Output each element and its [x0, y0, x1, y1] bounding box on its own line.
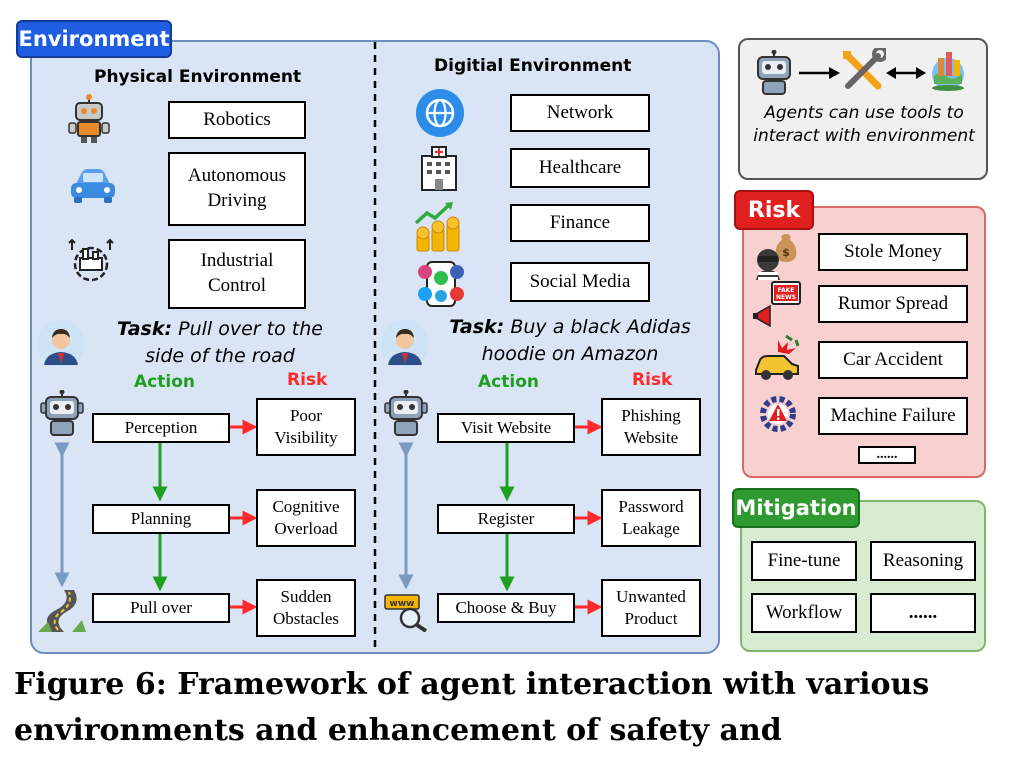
road-icon	[38, 590, 86, 632]
physical-task-prefix: Task:	[117, 318, 173, 340]
digital-item-network: Network	[510, 94, 650, 132]
physical-risk-poor-visibility: Poor Visibility	[256, 398, 356, 456]
hospital-icon	[421, 146, 457, 191]
digital-risk-unwanted-product: Unwanted Product	[601, 579, 701, 637]
tools-robot-icon	[757, 50, 791, 95]
www-search-icon: www	[384, 594, 428, 632]
svg-text:NEWS: NEWS	[776, 294, 796, 301]
risk-item-machine-failure: Machine Failure	[818, 397, 968, 435]
user-avatar-physical	[37, 320, 85, 368]
physical-task: Task: Pull over to the side of the road	[96, 316, 344, 370]
car-icon	[71, 169, 115, 203]
digital-task: Task: Buy a black Adidas hoodie on Amazo…	[436, 314, 704, 368]
factory-gear-icon	[68, 238, 114, 282]
svg-text:www: www	[390, 599, 415, 609]
environment-tag: Environment	[16, 20, 172, 58]
physical-env-title: Physical Environment	[94, 67, 302, 87]
machine-failure-icon	[760, 396, 796, 432]
svg-text:$: $	[782, 246, 790, 259]
money-thief-icon: $	[756, 234, 797, 280]
robot-icon-physical-flow	[40, 390, 84, 436]
digital-item-healthcare: Healthcare	[510, 148, 650, 188]
social-media-icon	[418, 261, 464, 307]
fake-news-icon: FAKE NEWS	[753, 281, 801, 328]
digital-action-label: Action	[478, 372, 539, 392]
digital-task-text: Buy a black Adidas hoodie on Amazon	[481, 316, 691, 365]
globe-icon	[416, 89, 464, 137]
car-accident-icon	[755, 334, 800, 380]
physical-risk-cognitive-overload: Cognitive Overload	[256, 489, 356, 547]
mitigation-tag: Mitigation	[732, 488, 860, 528]
digital-env-title: Digitial Environment	[434, 56, 632, 76]
risk-tag: Risk	[734, 190, 814, 230]
physical-item-autonomous-driving: Autonomous Driving	[168, 152, 306, 226]
digital-item-social-media: Social Media	[510, 262, 650, 302]
figure-caption: Figure 6: Framework of agent interaction…	[14, 667, 930, 763]
digital-action-visit-website: Visit Website	[437, 413, 575, 443]
physical-action-label: Action	[134, 372, 195, 392]
tools-text: Agents can use tools to interact with en…	[753, 103, 975, 146]
digital-risk-password-leakage: Password Leakage	[601, 489, 701, 547]
digital-risk-label: Risk	[632, 370, 673, 390]
risk-item-more: ......	[858, 446, 916, 464]
tools-double-arrow	[886, 67, 926, 79]
physical-action-perception: Perception	[92, 413, 230, 443]
digital-action-register: Register	[437, 504, 575, 534]
physical-item-industrial-control: Industrial Control	[168, 239, 306, 309]
mitigation-item-reasoning: Reasoning	[870, 541, 976, 581]
tools-arrow-right	[799, 67, 840, 79]
digital-action-choose-buy: Choose & Buy	[437, 593, 575, 623]
mitigation-item-workflow: Workflow	[751, 593, 857, 633]
user-avatar-digital	[381, 320, 429, 368]
physical-action-pull-over: Pull over	[92, 593, 230, 623]
physical-risk-label: Risk	[287, 370, 328, 390]
physical-item-robotics: Robotics	[168, 101, 306, 139]
mitigation-item-more: ......	[870, 593, 976, 633]
divider-line	[373, 42, 377, 652]
physical-risk-sudden-obstacles: Sudden Obstacles	[256, 579, 356, 637]
physical-action-planning: Planning	[92, 504, 230, 534]
digital-item-finance: Finance	[510, 204, 650, 242]
digital-risk-phishing-website: Phishing Website	[601, 398, 701, 456]
city-globe-icon	[932, 52, 964, 91]
risk-item-rumor-spread: Rumor Spread	[818, 285, 968, 323]
risk-item-stole-money: Stole Money	[818, 233, 968, 271]
risk-item-car-accident: Car Accident	[818, 341, 968, 379]
robot-icon-digital-flow	[384, 390, 428, 436]
robot-icon	[68, 94, 110, 143]
wrench-screwdriver-icon	[843, 48, 886, 90]
physical-task-text: Pull over to the side of the road	[145, 318, 323, 367]
mitigation-item-fine-tune: Fine-tune	[751, 541, 857, 581]
finance-icon	[414, 202, 460, 252]
fake-news-icon-text: FAKE	[778, 287, 795, 294]
digital-task-prefix: Task:	[449, 316, 505, 338]
